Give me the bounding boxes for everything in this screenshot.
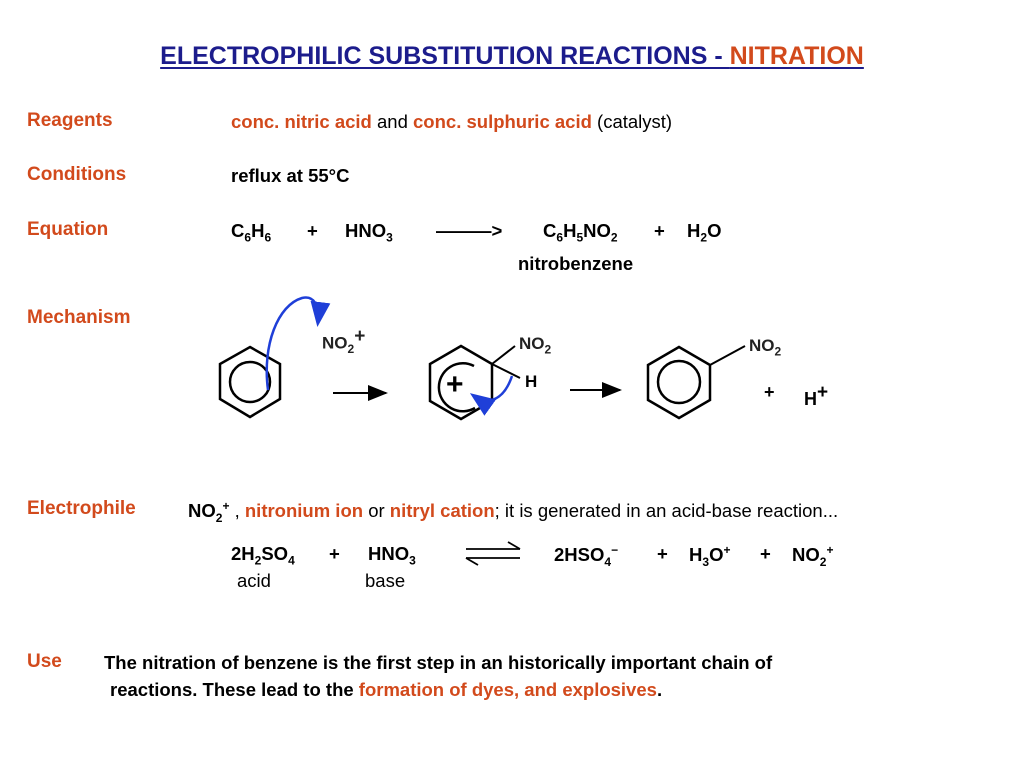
use-line-1: The nitration of benzene is the first st…	[104, 652, 773, 673]
reagents-label: Reagents	[27, 110, 113, 131]
intermediate-no2: NO2	[519, 334, 552, 357]
reagents-value: conc. nitric acid and conc. sulphuric ac…	[231, 111, 673, 132]
gen-plus-1: +	[329, 543, 340, 564]
acid-sulphuric: 2H2SO4	[231, 543, 295, 568]
gen-plus-2: +	[657, 543, 668, 564]
base-nitric: HNO3	[368, 543, 416, 568]
conditions-value: reflux at 55°C	[231, 165, 350, 186]
gen-plus-3: +	[760, 543, 771, 564]
equation-reactant-hno3: HNO3	[345, 220, 393, 245]
nitronium: NO2+	[792, 543, 834, 569]
equation-plus-2: +	[654, 220, 665, 241]
base-label: base	[365, 570, 406, 591]
arenium-intermediate	[428, 344, 521, 421]
benzene-ring-product	[646, 345, 746, 420]
page-title: ELECTROPHILIC SUBSTITUTION REACTIONS - N…	[160, 42, 864, 70]
curly-arrow-attack	[265, 296, 331, 391]
product-no2: NO2	[749, 336, 782, 359]
curly-arrow-restore	[469, 375, 514, 416]
electrophile-description: NO2+ , nitronium ion or nitryl cation; i…	[188, 499, 839, 525]
hydrogen-sulphate: 2HSO4−	[554, 543, 619, 569]
mechanism-no2-plus: NO2+	[322, 326, 366, 357]
equilibrium-arrows	[465, 541, 521, 566]
intermediate-h: H	[525, 372, 538, 391]
title-accent: NITRATION	[729, 42, 864, 70]
equation-product-water: H2O	[687, 220, 722, 245]
equation-reactant-benzene: C6H6	[231, 220, 272, 245]
equation-label: Equation	[27, 219, 109, 240]
equation-product-name: nitrobenzene	[518, 253, 634, 274]
equation-arrow: ———>	[436, 220, 503, 241]
use-label: Use	[27, 651, 62, 672]
conditions-label: Conditions	[27, 164, 127, 185]
mechanism-label: Mechanism	[27, 307, 131, 328]
hydronium: H3O+	[689, 543, 731, 569]
product-proton: H+	[804, 382, 829, 409]
use-line-2: reactions. These lead to the formation o…	[110, 679, 663, 700]
electrophile-label: Electrophile	[27, 498, 136, 519]
intermediate-positive-charge: +	[446, 368, 464, 401]
equation-plus-1: +	[307, 220, 318, 241]
acid-label: acid	[237, 570, 271, 591]
equation-product-nitrobenzene: C6H5NO2	[543, 220, 618, 245]
benzene-ring-reactant	[218, 345, 282, 419]
product-plus: +	[764, 382, 775, 402]
